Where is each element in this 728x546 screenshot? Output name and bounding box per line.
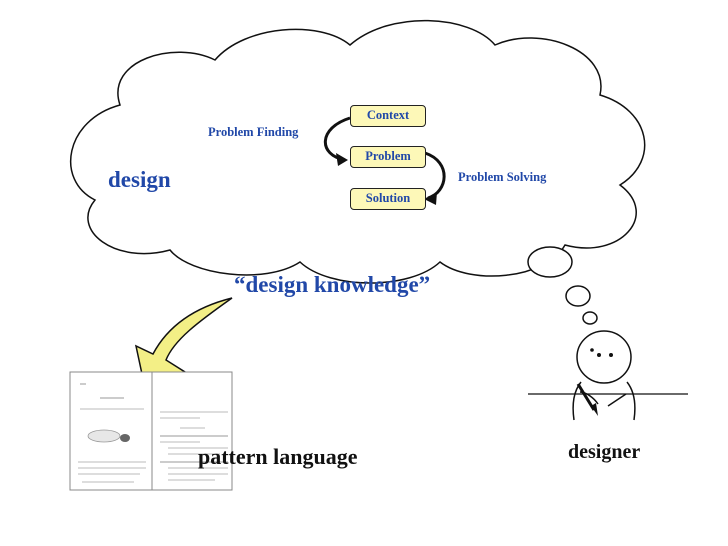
problem-box: Problem bbox=[350, 146, 426, 168]
problem-solving-label: Problem Solving bbox=[458, 170, 547, 184]
problem-finding-label: Problem Finding bbox=[208, 125, 299, 139]
solution-box: Solution bbox=[350, 188, 426, 210]
thought-bubble-large bbox=[527, 246, 573, 278]
thought-bubble-small bbox=[582, 311, 598, 325]
thought-bubble-medium bbox=[565, 285, 591, 307]
designer-label: designer bbox=[568, 441, 641, 463]
designer-figure bbox=[528, 330, 688, 421]
context-box: Context bbox=[350, 105, 426, 127]
design-label: design bbox=[108, 167, 171, 192]
pattern-document bbox=[69, 371, 233, 491]
pattern-language-label: pattern language bbox=[198, 444, 358, 469]
design-knowledge-label: “design knowledge” bbox=[234, 272, 431, 297]
